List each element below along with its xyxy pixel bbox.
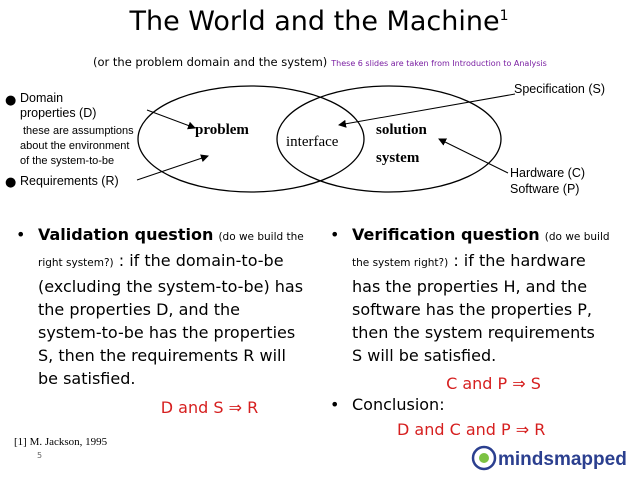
note-line3: of the system-to-be (20, 155, 115, 167)
note-line2: about the environment (20, 140, 130, 152)
slide-title-text: The World and the Machine (129, 6, 500, 37)
validation-line5: S, then the requirements R will (38, 346, 286, 365)
page-number: 5 (37, 451, 43, 460)
citation: [1] M. Jackson, 1995 (14, 436, 108, 448)
slide-subtitle: (or the problem domain and the system)Th… (93, 55, 547, 69)
validation-line1: : if the domain-to-be (118, 251, 284, 270)
validation-heading: Validation question (38, 225, 214, 244)
interface-label: interface (286, 134, 339, 150)
bullet-dot: ● (5, 175, 17, 190)
bullet-marker: • (330, 395, 340, 414)
conclusion-label: Conclusion: (352, 395, 445, 414)
specification-arrow (338, 93, 516, 128)
validation-bullet: • Validation question (do we build the r… (16, 223, 321, 419)
validation-formula: D and S ⇒ R (160, 398, 259, 417)
domain-properties-label: Domain properties (D) (20, 91, 96, 121)
bullet-dot: ● (5, 93, 17, 108)
verification-line5: S will be satisfied. (352, 346, 497, 365)
requirements-label: Requirements (R) (20, 174, 119, 188)
system-label: system (376, 150, 420, 166)
software-label: Software (P) (510, 182, 580, 196)
verification-line2: has the properties H, and the (352, 277, 588, 296)
bullet-marker: • (330, 225, 340, 244)
logo-ring-icon (471, 445, 497, 471)
validation-line4: system-to-be has the properties (38, 323, 296, 342)
verification-small-b: the system right?) (352, 257, 449, 269)
validation-small-a: (do we build the (218, 231, 304, 243)
problem-domain-ellipse (137, 85, 365, 193)
domain-note: these are assumptions about the environm… (20, 124, 134, 169)
domain-label-line2: properties (D) (20, 106, 97, 120)
domain-properties-arrow (146, 109, 196, 130)
validation-line6: be satisfied. (38, 369, 136, 388)
verification-heading: Verification question (352, 225, 540, 244)
subtitle-text: (or the problem domain and the system) (93, 55, 328, 69)
specification-label: Specification (S) (514, 82, 606, 96)
requirements-arrow (136, 154, 209, 181)
hardware-label: Hardware (C) (510, 166, 586, 180)
conclusion-bullet: • Conclusion: D and C and P ⇒ R (330, 393, 635, 441)
validation-line3: the properties D, and the (38, 300, 241, 319)
title-footnote-marker: 1 (499, 8, 509, 24)
solution-label: solution (376, 122, 428, 138)
verification-line1: : if the hardware (453, 251, 586, 270)
bullet-marker: • (16, 225, 26, 244)
verification-line3: software has the properties P, (352, 300, 592, 319)
problem-label: problem (195, 122, 249, 138)
logo-text: mindsmapped (498, 449, 627, 470)
hardware-software-arrow (438, 138, 509, 174)
verification-line4: then the system requirements (352, 323, 595, 342)
validation-line2: (excluding the system-to-be) has (38, 277, 304, 296)
source-note: These 6 slides are taken from Introducti… (331, 59, 547, 68)
verification-bullet: • Verification question (do we build the… (330, 223, 635, 395)
verification-small-a: (do we build (544, 231, 610, 243)
conclusion-formula: D and C and P ⇒ R (397, 420, 546, 439)
mindsmapped-logo: mindsmapped (471, 445, 627, 471)
verification-formula: C and P ⇒ S (446, 374, 541, 393)
logo-dot-icon (479, 453, 489, 463)
validation-small-b: right system?) (38, 257, 114, 269)
note-line1: these are assumptions (23, 125, 134, 137)
slide-title: The World and the Machine1 (0, 6, 638, 37)
domain-label-line1: Domain (20, 91, 64, 105)
solution-system-ellipse (276, 85, 502, 193)
